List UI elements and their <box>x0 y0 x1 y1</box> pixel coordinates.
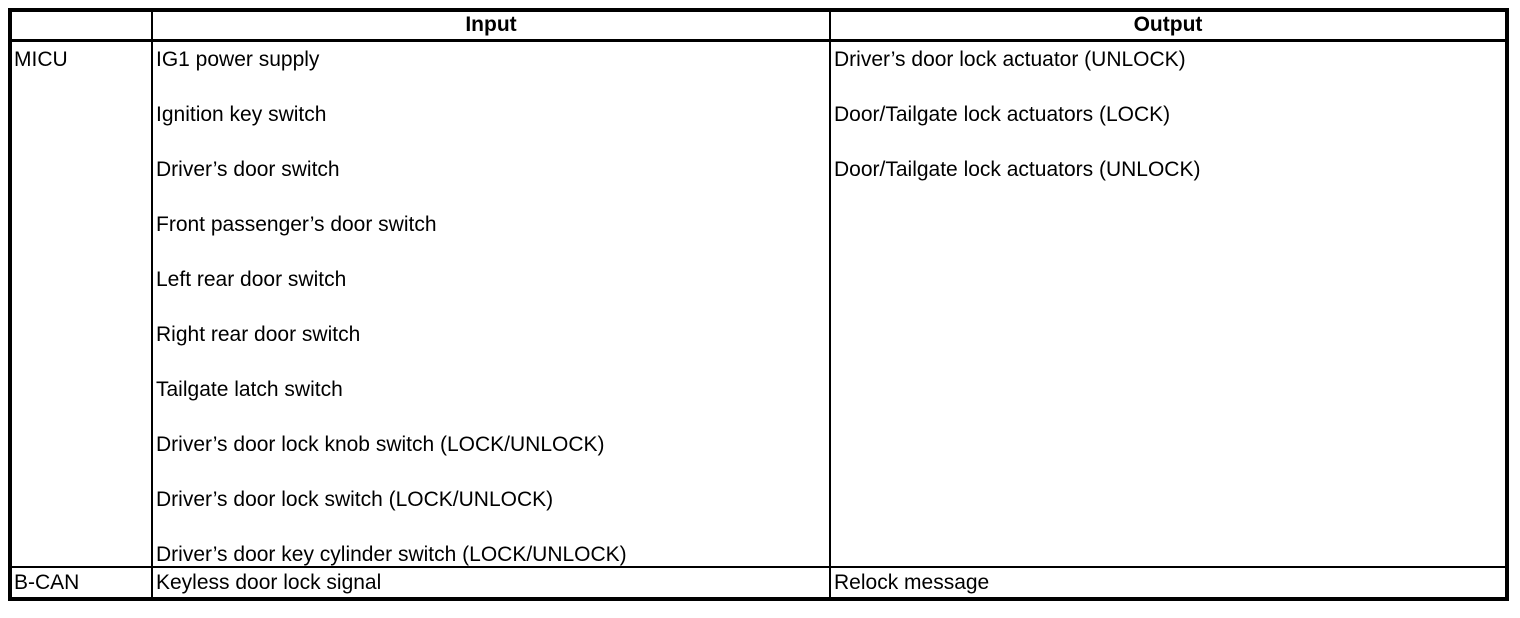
table-row-bcan: B-CAN Keyless door lock signal Relock me… <box>9 566 1508 600</box>
header-output-cell: Output <box>829 9 1508 42</box>
micu-outputs-cell: Driver’s door lock actuator (UNLOCK) Door… <box>829 39 1508 568</box>
source-label-micu: MICU <box>9 39 153 568</box>
output-item: Door/Tailgate lock actuators (UNLOCK) <box>834 157 1201 181</box>
input-item: Left rear door switch <box>156 267 347 291</box>
input-item: Driver’s door lock switch (LOCK/UNLOCK) <box>156 487 554 511</box>
source-label-bcan: B-CAN <box>9 566 153 600</box>
output-item: Driver’s door lock actuator (UNLOCK) <box>834 47 1186 71</box>
output-item: Door/Tailgate lock actuators (LOCK) <box>834 102 1171 126</box>
input-item: Driver’s door key cylinder switch (LOCK/… <box>156 542 627 566</box>
table-header-row: Input Output <box>9 9 1508 42</box>
bcan-outputs-cell: Relock message <box>829 566 1508 600</box>
input-item: Front passenger’s door switch <box>156 212 437 236</box>
input-item: IG1 power supply <box>156 47 320 71</box>
header-input-cell: Input <box>151 9 831 42</box>
input-item: Keyless door lock signal <box>156 571 382 594</box>
input-item: Right rear door switch <box>156 322 361 346</box>
input-item: Driver’s door switch <box>156 157 340 181</box>
input-item: Tailgate latch switch <box>156 377 343 401</box>
input-item: Ignition key switch <box>156 102 327 126</box>
input-item: Driver’s door lock knob switch (LOCK/UNL… <box>156 432 605 456</box>
header-corner-cell <box>9 9 153 42</box>
bcan-inputs-cell: Keyless door lock signal <box>151 566 831 600</box>
output-item: Relock message <box>834 571 990 594</box>
